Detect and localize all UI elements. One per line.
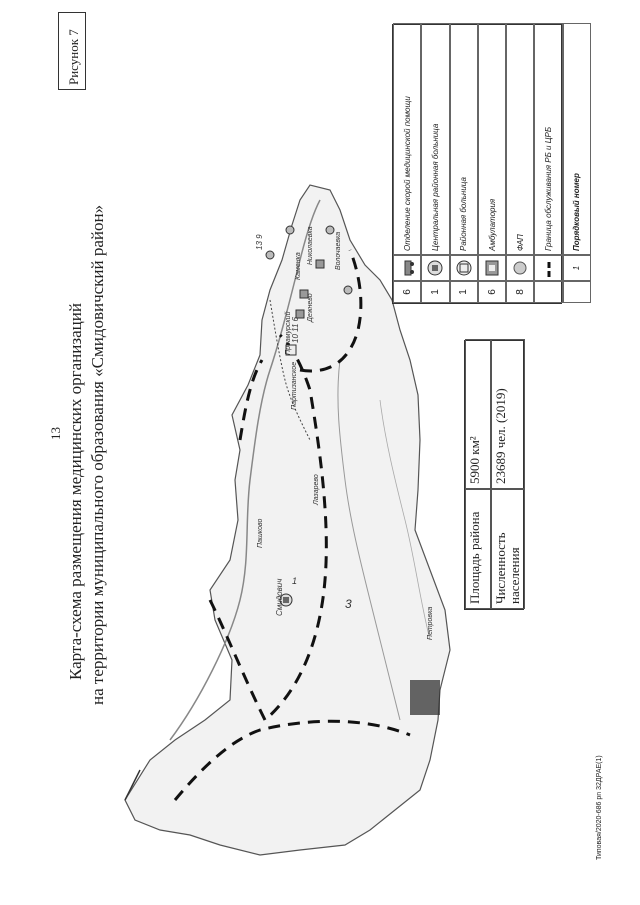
- river-tributary: [337, 359, 401, 721]
- central-hospital-icon: [421, 255, 450, 281]
- feldsher-station-marker: [265, 225, 353, 295]
- feldsher-station-icon: [506, 255, 535, 281]
- legend-count: 8: [506, 281, 535, 303]
- label-priamurskiy: Приамурский: [284, 311, 292, 355]
- figure-label: Рисунок 7: [66, 29, 81, 85]
- outpatient-clinic-icon: [477, 255, 507, 281]
- rail-line: [269, 299, 311, 441]
- label-smidovich: Смидович: [275, 579, 284, 616]
- ambulance-icon: [393, 255, 422, 281]
- map-title-line-1: Карта-схема размещения медицинских орган…: [66, 303, 85, 680]
- legend-count: 1: [421, 281, 450, 303]
- legend-count: 1: [449, 281, 478, 303]
- map-number-3: 3: [345, 597, 352, 611]
- label-volochaevka: Волочаевка: [335, 232, 342, 270]
- legend-label: Порядковый номер: [562, 23, 592, 255]
- label-nikolaevka: Николаевка: [307, 226, 314, 265]
- legend-label: ФАП: [506, 23, 535, 255]
- service-boundary-dashed: [238, 359, 264, 441]
- legend-label: Отделение скорой медицинской помощи: [393, 23, 422, 255]
- figure-label-box: Рисунок 7: [58, 12, 86, 90]
- label-dezhnevo: Дежнево: [307, 293, 314, 323]
- legend-label: Граница обслуживания РБ и ЦРБ: [534, 23, 563, 255]
- area-value: 5900 км²: [465, 339, 491, 489]
- map-numbers-cluster: 10 11 6: [291, 316, 300, 343]
- service-boundary-dashed: [299, 249, 363, 373]
- legend-label: Центральная районная больница: [421, 23, 450, 255]
- service-boundary-dashed: [173, 719, 411, 801]
- river-tributary: [379, 399, 431, 641]
- legend-count: [562, 281, 592, 303]
- label-lazarevo: Лазарево: [313, 474, 320, 506]
- district-hospital-icon: [449, 255, 478, 281]
- map-number-1: 1: [292, 576, 297, 586]
- label-kamenka: Каменка: [295, 252, 302, 280]
- district-hospital-marker: [285, 344, 297, 356]
- map-legend: 6 Отделение скорой медицинской помощи 1 …: [392, 23, 592, 304]
- label-petropavlovka: Петровка: [427, 607, 434, 640]
- dashed-boundary-icon: [534, 255, 563, 281]
- dark-map-patch: [410, 680, 440, 715]
- district-edge: [124, 769, 141, 801]
- footer-code: Типовая/2020-686 pn 32ДРАЕ(1): [596, 755, 603, 860]
- label-partizanskoe: Партизанское: [291, 362, 298, 410]
- central-hospital-marker: [279, 593, 293, 607]
- outpatient-marker: [295, 259, 325, 319]
- map-numbers-top: 13 9: [255, 234, 264, 250]
- map-title-line-2: на территории муниципального образования…: [88, 204, 107, 705]
- label-pashkovo: Пашково: [257, 519, 264, 548]
- river-amur: [169, 199, 321, 741]
- legend-count: [534, 281, 563, 303]
- population-value: 23689 чел. (2019): [491, 339, 525, 489]
- area-label: Площадь района: [465, 489, 491, 609]
- district-stats-table: Площадь района 5900 км² Численность насе…: [464, 339, 525, 610]
- page-number: 13: [48, 427, 63, 440]
- legend-label: Амбулатория: [477, 23, 507, 255]
- service-boundary-dashed: [208, 333, 328, 723]
- sequence-number-icon: 1: [562, 255, 592, 281]
- population-label: Численность населения: [491, 489, 525, 609]
- legend-count: 6: [393, 281, 422, 303]
- legend-count: 6: [477, 281, 507, 303]
- district-outline: [124, 184, 451, 856]
- legend-label: Районная больница: [449, 23, 478, 255]
